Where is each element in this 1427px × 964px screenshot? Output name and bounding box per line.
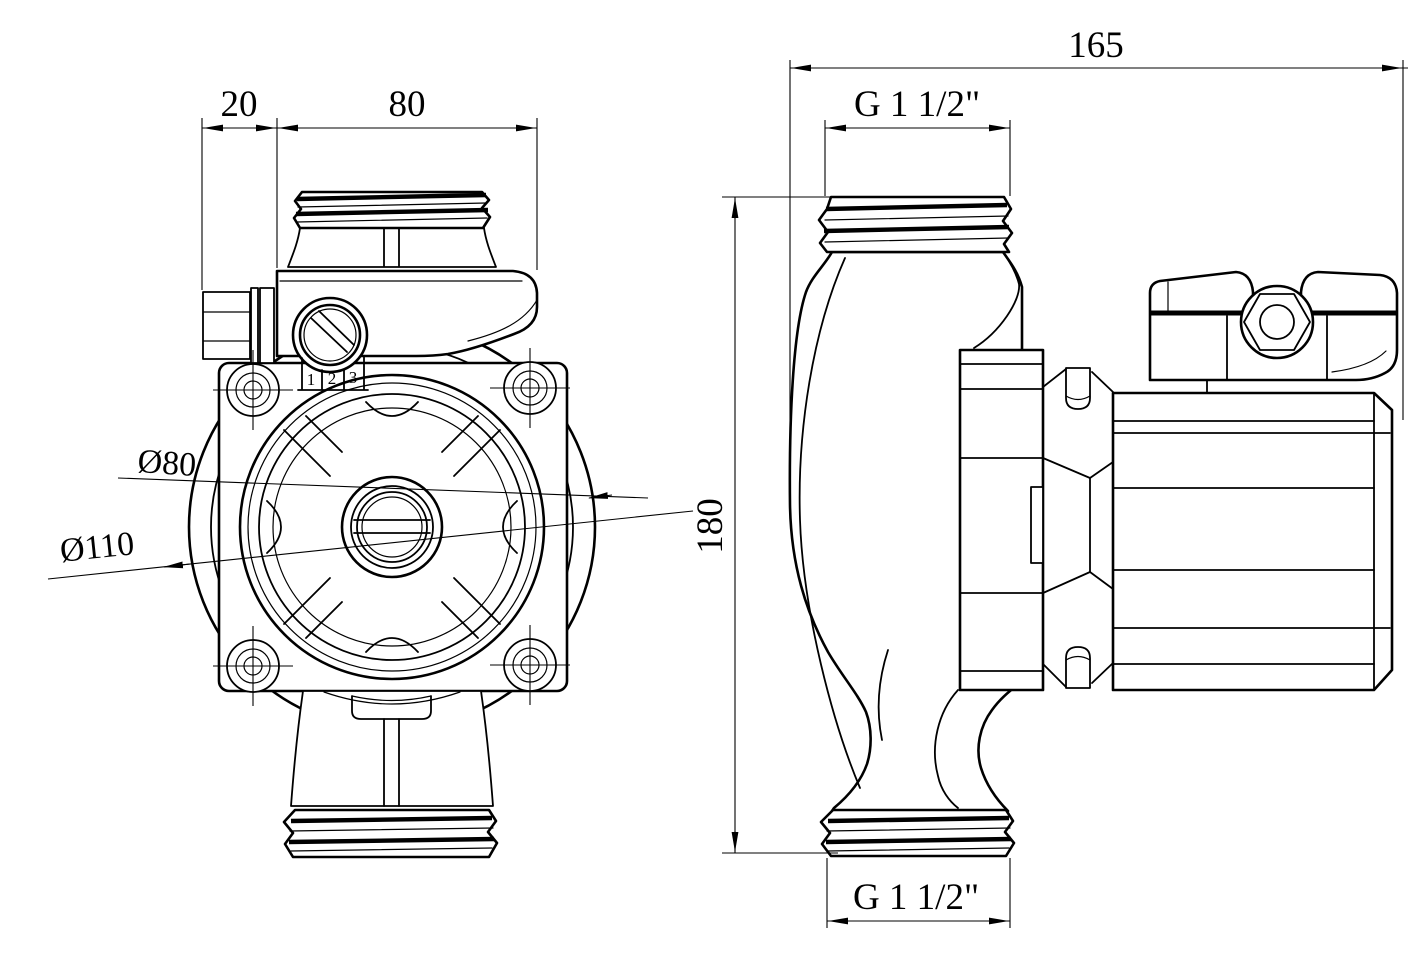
top-neck xyxy=(287,227,497,268)
flange-motor-bevels xyxy=(1042,368,1114,688)
flange-tab xyxy=(1030,486,1044,564)
bottom-neck xyxy=(290,690,494,807)
center-plug xyxy=(340,475,444,579)
side-bolt-boss-bottom xyxy=(1065,646,1091,689)
dim-180-label: 180 xyxy=(690,498,731,554)
front-top-thread xyxy=(292,190,492,230)
side-top-thread xyxy=(817,195,1014,254)
motor-body xyxy=(1111,391,1394,692)
speed-3-label: 3 xyxy=(349,368,358,387)
dim-165-label: 165 xyxy=(1068,25,1124,66)
corner-bevels xyxy=(283,415,501,639)
motor-ribs xyxy=(1112,420,1391,665)
volute-detail-curve xyxy=(877,649,889,741)
speed-1-label: 1 xyxy=(307,370,316,389)
front-flange-plate xyxy=(217,361,569,693)
dimension-thread-top: G 1 1/2" xyxy=(824,84,1011,196)
dim-20-label: 20 xyxy=(221,84,258,125)
dim-80-label: 80 xyxy=(389,84,426,125)
volute-inner-wall xyxy=(798,257,861,789)
cable-gland xyxy=(202,287,275,364)
volute-right-shoulder xyxy=(973,251,1020,349)
speed-scale: 1 2 3 xyxy=(297,356,369,391)
dimension-thread-bottom: G 1 1/2" xyxy=(826,858,1011,928)
dimension-20-80: 20 80 xyxy=(201,84,538,290)
front-view: 1 2 3 xyxy=(47,190,694,859)
volute-inner-curve xyxy=(934,689,959,809)
dia80-label: Ø80 xyxy=(136,443,197,484)
front-bottom-thread xyxy=(282,808,499,859)
thread-bottom-label: G 1 1/2" xyxy=(853,877,979,918)
dimension-165: 165 xyxy=(789,25,1408,505)
thread-top-label: G 1 1/2" xyxy=(854,84,980,125)
speed-2-label: 2 xyxy=(328,369,337,388)
side-view xyxy=(788,195,1399,858)
dia110-label: Ø110 xyxy=(58,525,136,570)
side-bolt-boss-top xyxy=(1065,367,1091,410)
flange-bolts xyxy=(213,348,570,706)
cable-gland-nut xyxy=(1239,284,1315,360)
diameter-leaders: Ø80 Ø110 xyxy=(47,443,694,580)
speed-selector-knob[interactable] xyxy=(291,296,369,374)
side-bottom-thread xyxy=(819,808,1016,858)
dimension-180: 180 xyxy=(690,196,838,854)
